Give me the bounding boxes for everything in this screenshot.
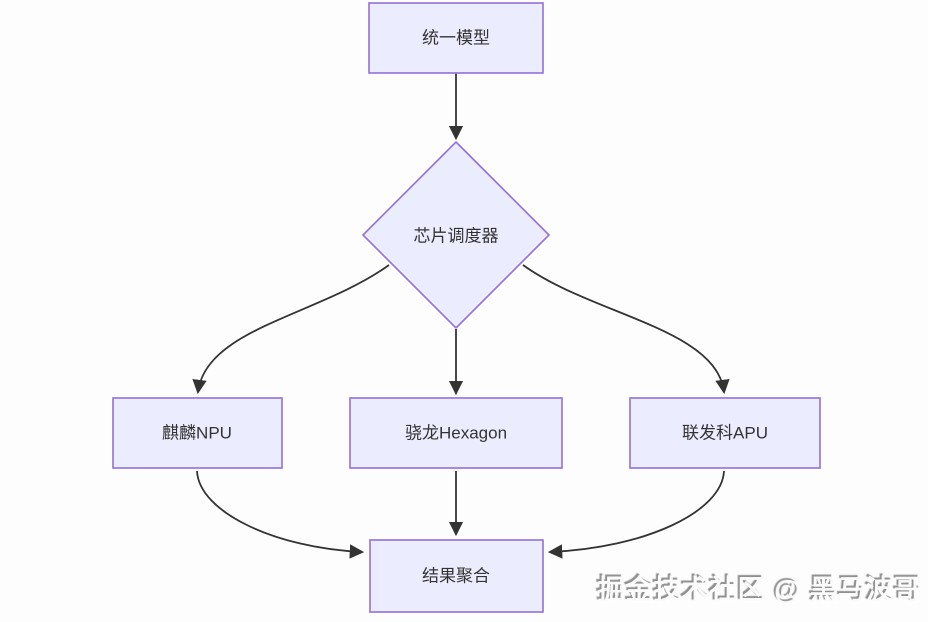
node-mediatek-apu: 联发科APU <box>629 397 821 469</box>
node-snapdragon-hexagon-shape <box>349 397 563 469</box>
node-result-aggregation-shape <box>369 539 544 613</box>
node-snapdragon-hexagon: 骁龙Hexagon <box>349 397 563 469</box>
node-result-aggregation: 结果聚合 <box>369 539 544 613</box>
node-unified-model: 统一模型 <box>368 2 544 74</box>
node-mediatek-apu-label: 联发科APU <box>682 424 768 443</box>
node-chip-scheduler-label: 芯片调度器 <box>414 227 499 246</box>
watermark-text: 掘金技术社区 @ 黑马波哥 <box>597 575 922 605</box>
node-result-aggregation-label: 结果聚合 <box>422 567 490 586</box>
node-chip-scheduler-shape <box>361 140 551 330</box>
edge-chip-scheduler-to-kirin-npu <box>192 264 390 395</box>
node-unified-model-label: 统一模型 <box>422 29 490 48</box>
edge-group <box>192 73 730 559</box>
node-unified-model-shape <box>368 2 544 74</box>
node-kirin-npu-shape <box>112 397 283 469</box>
node-snapdragon-hexagon-label: 骁龙Hexagon <box>405 424 507 443</box>
node-mediatek-apu-shape <box>629 397 821 469</box>
edge-chip-scheduler-to-mediatek-apu <box>522 264 730 395</box>
edge-kirin-npu-to-result-aggregation <box>196 470 365 559</box>
node-kirin-npu: 麒麟NPU <box>112 397 283 469</box>
edge-mediatek-apu-to-result-aggregation <box>547 470 725 559</box>
node-chip-scheduler: 芯片调度器 <box>361 140 551 330</box>
node-kirin-npu-label: 麒麟NPU <box>162 424 232 443</box>
